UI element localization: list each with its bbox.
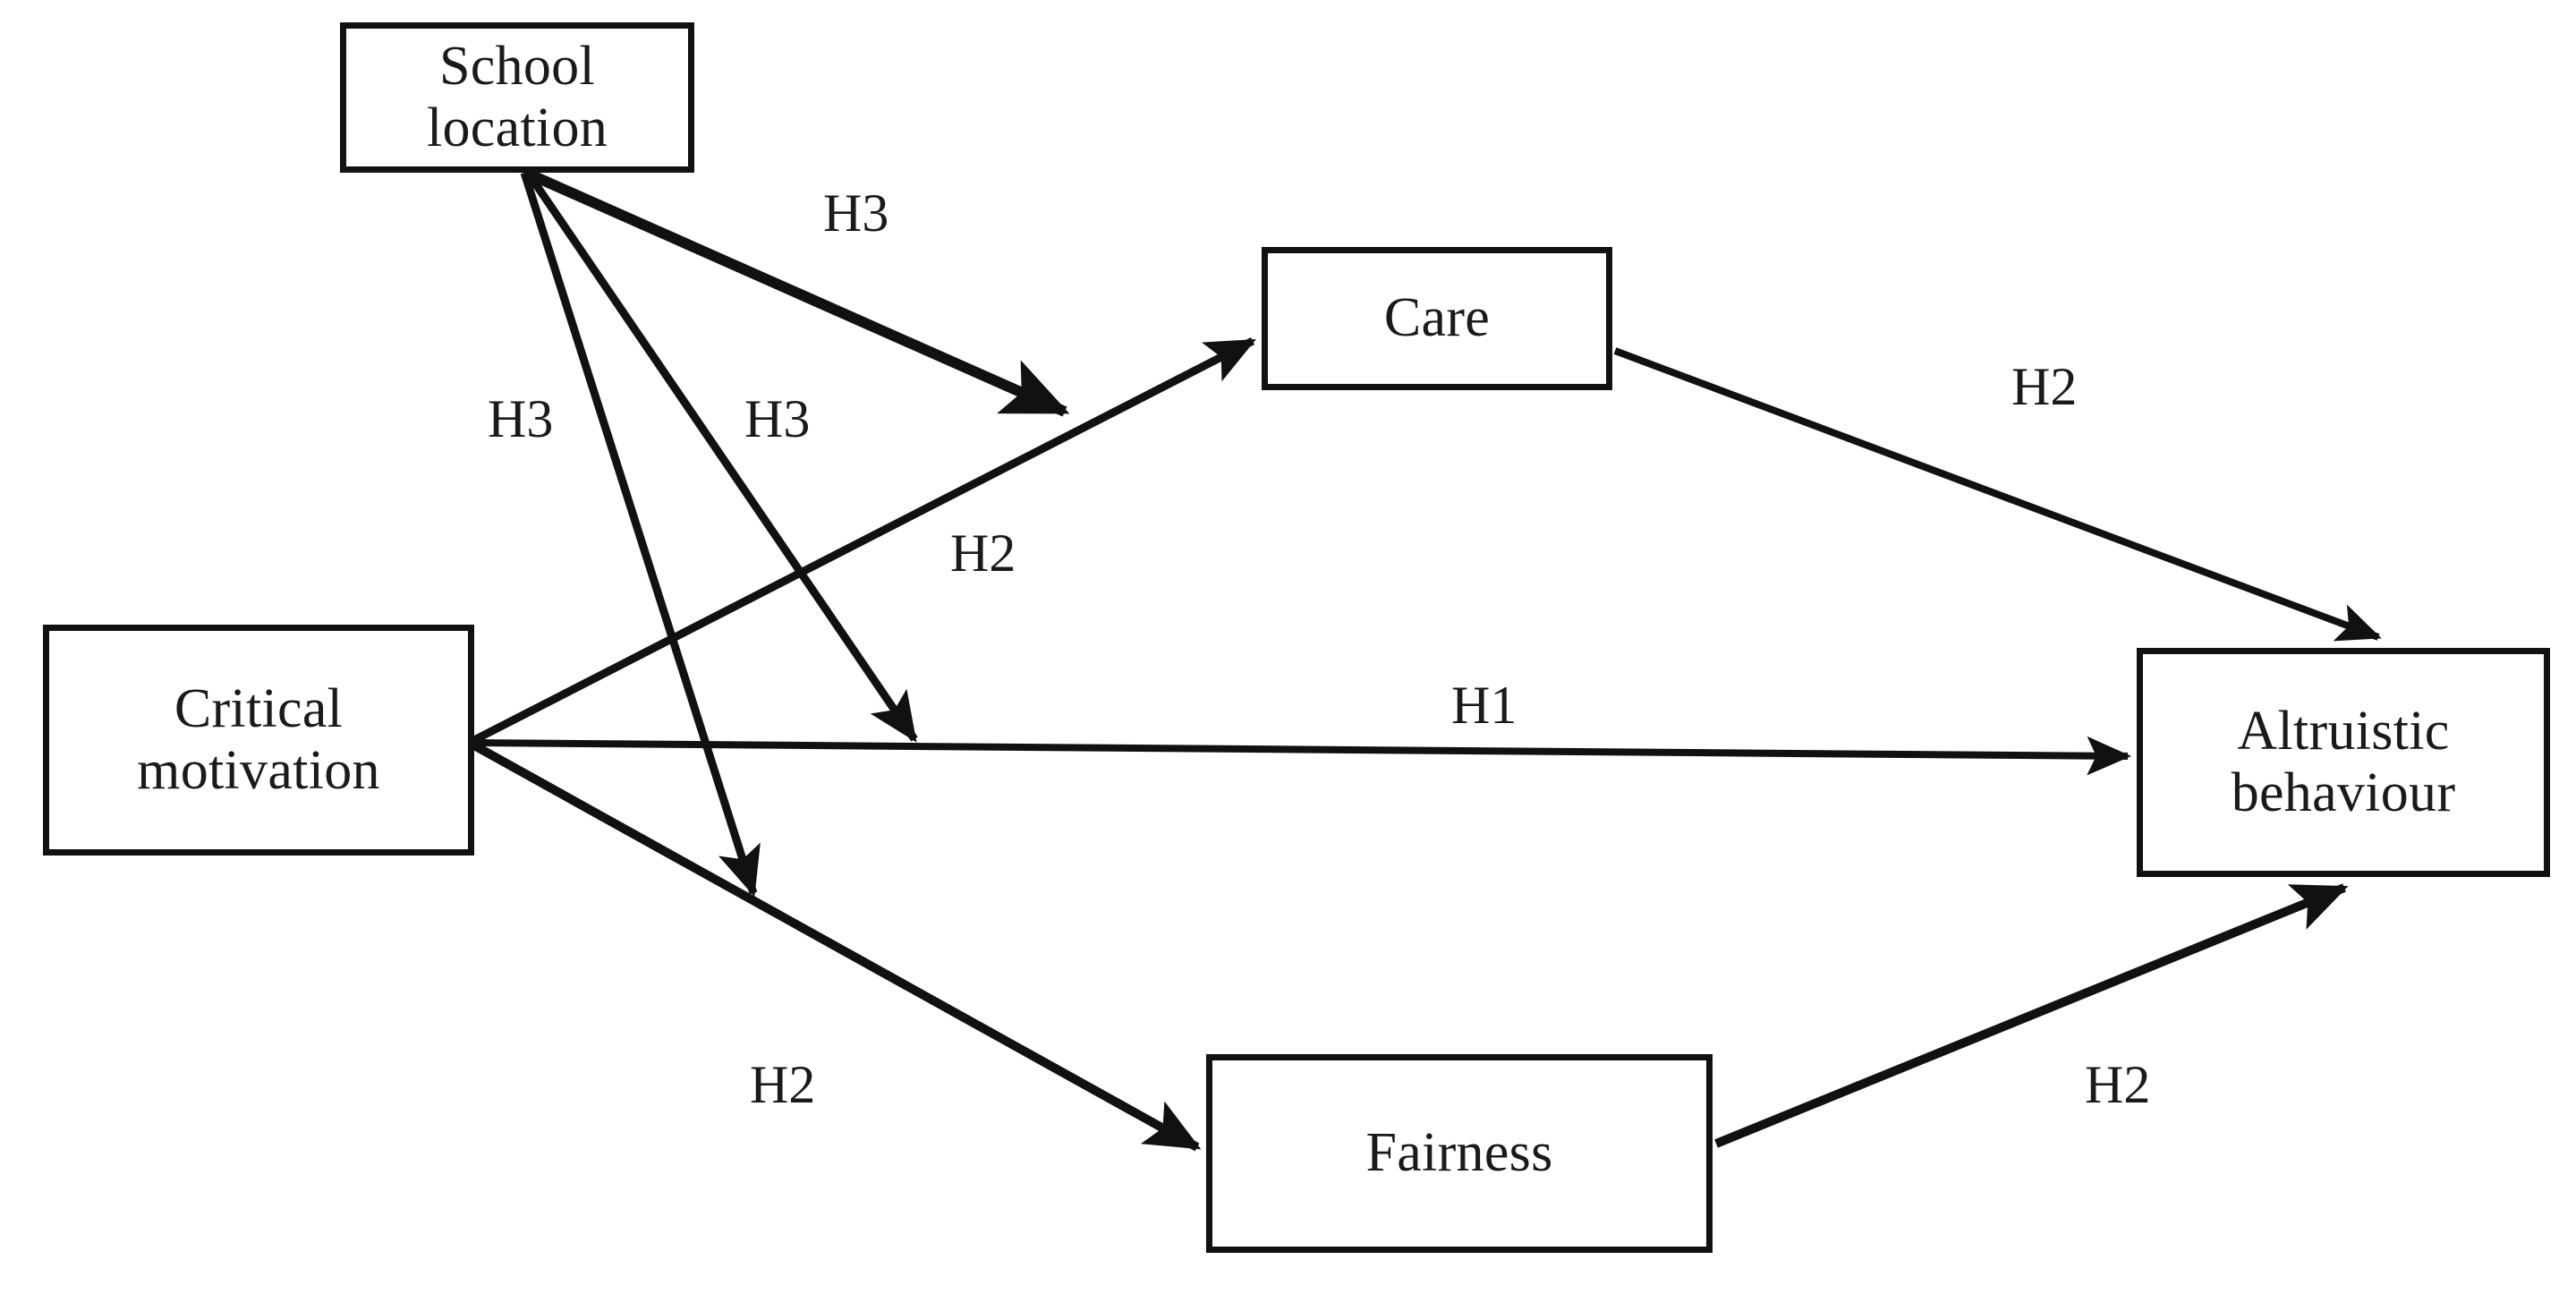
node-label-fairness: Fairness <box>1365 1122 1553 1184</box>
edge-school-location-to-fairness-path <box>520 171 761 898</box>
edge-label-critical-motivation-to-care: H2 <box>950 524 1016 583</box>
edge-care-to-altruistic-behaviour <box>1613 347 2382 642</box>
node-care[interactable]: Care <box>1262 247 1612 390</box>
edge-school-location-to-care-path <box>523 167 1070 417</box>
node-label-altruistic-behaviour: Altruistic behaviour <box>2231 700 2456 823</box>
node-label-critical-motivation: Critical motivation <box>137 677 380 801</box>
edge-label-critical-motivation-to-altruistic-behaviour: H1 <box>1451 676 1518 735</box>
node-fairness[interactable]: Fairness <box>1206 1054 1713 1253</box>
edge-critical-motivation-to-altruistic-behaviour <box>473 736 2131 776</box>
edge-label-fairness-to-altruistic-behaviour: H2 <box>2085 1055 2151 1114</box>
node-school-location[interactable]: School location <box>340 22 694 173</box>
node-altruistic-behaviour[interactable]: Altruistic behaviour <box>2137 648 2550 877</box>
node-label-care: Care <box>1383 287 1491 349</box>
edge-label-care-to-altruistic-behaviour: H2 <box>2011 357 2078 416</box>
edge-fairness-to-altruistic-behaviour <box>1714 883 2349 1148</box>
edge-label-critical-motivation-to-fairness: H2 <box>750 1055 816 1114</box>
edge-school-location-to-altruistic-path <box>524 170 918 743</box>
edge-label-school-location-to-care-path: H3 <box>823 183 889 243</box>
node-label-school-location: School location <box>426 35 608 158</box>
edge-label-school-location-to-fairness-path: H3 <box>488 389 554 448</box>
edge-label-school-location-to-altruistic-path: H3 <box>744 389 811 448</box>
edge-critical-motivation-to-fairness <box>472 741 1202 1152</box>
node-critical-motivation[interactable]: Critical motivation <box>43 625 474 856</box>
edge-critical-motivation-to-care <box>472 336 1256 745</box>
